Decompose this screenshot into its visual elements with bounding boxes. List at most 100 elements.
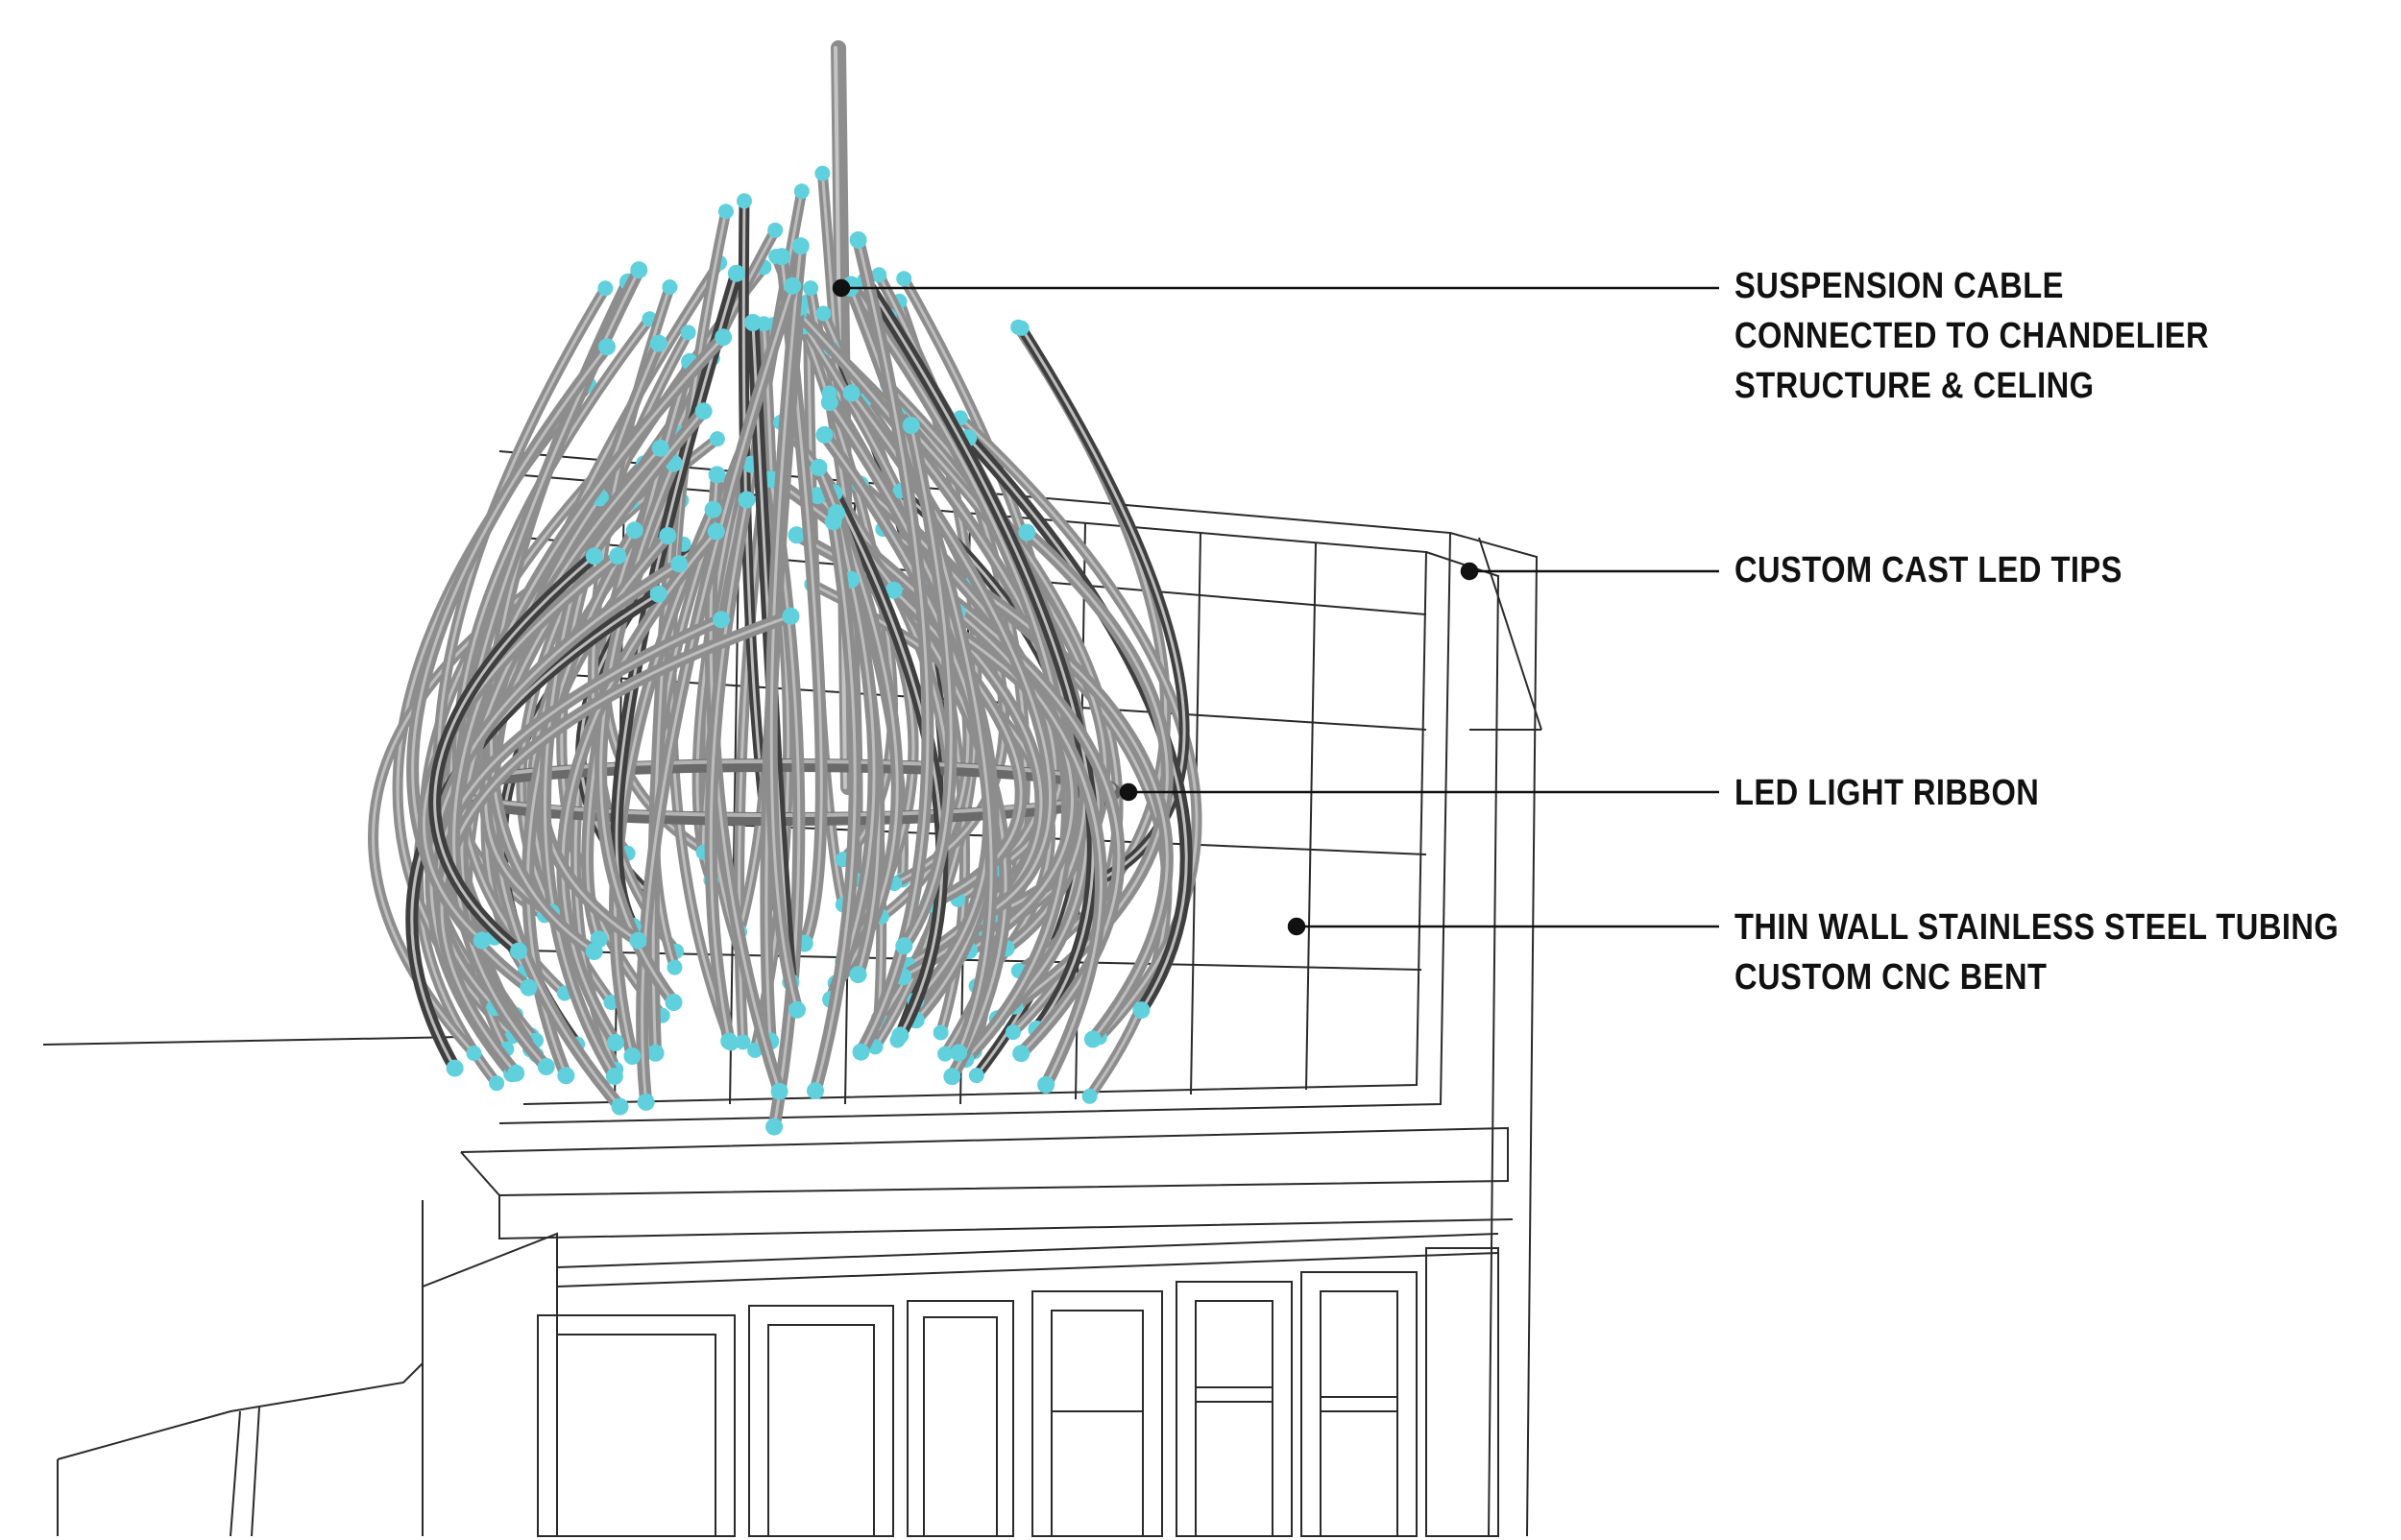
led-tip	[649, 585, 667, 603]
leader-dot-led-tips	[1460, 562, 1479, 581]
led-tip	[623, 1047, 642, 1065]
led-tip	[737, 193, 752, 209]
led-tip	[630, 261, 648, 279]
led-tip	[782, 607, 800, 625]
led-tip	[852, 1043, 870, 1061]
led-tip	[717, 204, 734, 220]
callout-line: CONNECTED TO CHANDELIER	[1734, 316, 2210, 356]
led-tip	[891, 1026, 909, 1045]
tube-highlight	[857, 238, 930, 1054]
led-tip	[649, 334, 667, 352]
led-tip	[473, 931, 491, 950]
tube-highlight	[561, 530, 718, 1045]
led-tip	[1083, 1030, 1102, 1048]
callout-line: CUSTOM CAST LED TIPS	[1734, 550, 2122, 590]
led-tip	[770, 1082, 788, 1100]
led-tip	[611, 1097, 629, 1116]
led-tip	[943, 1068, 961, 1086]
led-tip	[537, 1058, 555, 1075]
tube-highlight	[1020, 326, 1186, 887]
callout-led-tips: CUSTOM CAST LED TIPS	[1734, 545, 2122, 595]
led-tip	[665, 994, 683, 1011]
led-tip	[849, 231, 867, 249]
led-tip	[713, 611, 730, 629]
led-tip	[680, 325, 696, 341]
led-tip	[609, 547, 627, 565]
callout-led-ribbon: LED LIGHT RIBBON	[1734, 768, 2039, 818]
led-tip	[820, 394, 838, 411]
led-tip	[896, 271, 912, 287]
led-tip	[1132, 1001, 1151, 1020]
led-tip	[694, 402, 713, 421]
led-tip	[585, 547, 603, 565]
tube-highlight	[452, 335, 725, 1069]
led-tip	[814, 165, 831, 181]
led-tip	[815, 305, 832, 322]
led-tip	[807, 1082, 824, 1100]
led-tip	[585, 943, 603, 960]
led-tip	[704, 500, 722, 518]
led-tip	[625, 521, 643, 540]
tube-highlight	[902, 423, 953, 948]
led-tip	[747, 1042, 764, 1058]
callout-line: CUSTOM CNC BENT	[1734, 957, 2048, 998]
led-tip	[629, 931, 647, 950]
led-tip	[670, 555, 689, 573]
tube-highlight	[433, 554, 596, 952]
led-tip	[667, 959, 683, 975]
led-tip	[446, 1059, 464, 1077]
led-tip	[715, 328, 733, 347]
led-tip	[727, 264, 745, 282]
leader-dot-ribbon	[1119, 782, 1138, 802]
led-tip	[788, 1000, 806, 1019]
led-tip	[791, 237, 810, 255]
tube-highlight	[641, 284, 794, 1104]
led-tip	[773, 248, 790, 266]
leader-lines	[832, 278, 1719, 936]
led-tip	[557, 1067, 575, 1085]
led-tip	[1012, 1045, 1031, 1063]
led-tip	[767, 222, 784, 238]
tube-highlight	[709, 498, 748, 1043]
led-tip	[520, 978, 538, 997]
led-tip	[510, 942, 528, 960]
led-tip	[662, 279, 678, 295]
led-tip	[788, 526, 806, 544]
callout-steel-tubing: THIN WALL STAINLESS STEEL TUBING CUSTOM …	[1734, 902, 2339, 1002]
led-tip	[709, 431, 725, 447]
led-tip	[902, 417, 920, 434]
led-tip	[605, 1068, 623, 1086]
led-tip	[720, 1032, 739, 1050]
led-tip	[597, 280, 614, 297]
led-tip	[1081, 1088, 1098, 1104]
callout-suspension-cable: SUSPENSION CABLE CONNECTED TO CHANDELIER…	[1734, 261, 2209, 411]
led-tip	[637, 1093, 655, 1111]
led-tip	[1013, 320, 1030, 336]
tubing-front-layer	[405, 231, 1193, 1136]
leader-dot-tubing	[1287, 917, 1306, 936]
led-tip	[885, 581, 903, 599]
led-tip	[1005, 1024, 1021, 1041]
callout-line: LED LIGHT RIBBON	[1734, 773, 2040, 813]
led-tip	[815, 425, 834, 444]
led-tip	[735, 1034, 751, 1050]
led-tip	[598, 338, 616, 356]
led-tip	[950, 1044, 968, 1062]
tube-highlight	[833, 492, 944, 1037]
led-tip	[1037, 1075, 1055, 1094]
led-tip	[933, 1024, 949, 1041]
led-tip	[871, 267, 887, 283]
led-tip	[765, 1118, 784, 1136]
led-tip	[659, 527, 677, 544]
callout-line: SUSPENSION CABLE	[1734, 266, 2064, 306]
led-tip	[968, 1068, 984, 1084]
led-tip	[507, 1064, 525, 1082]
chandelier-sculpture	[368, 40, 1202, 1136]
led-tip	[793, 183, 810, 200]
led-tip	[849, 966, 867, 984]
tube-highlight	[780, 254, 823, 946]
leader-dot-cable	[832, 278, 851, 298]
led-tip	[810, 458, 828, 476]
callout-line: THIN WALL STAINLESS STEEL TUBING	[1734, 907, 2340, 948]
